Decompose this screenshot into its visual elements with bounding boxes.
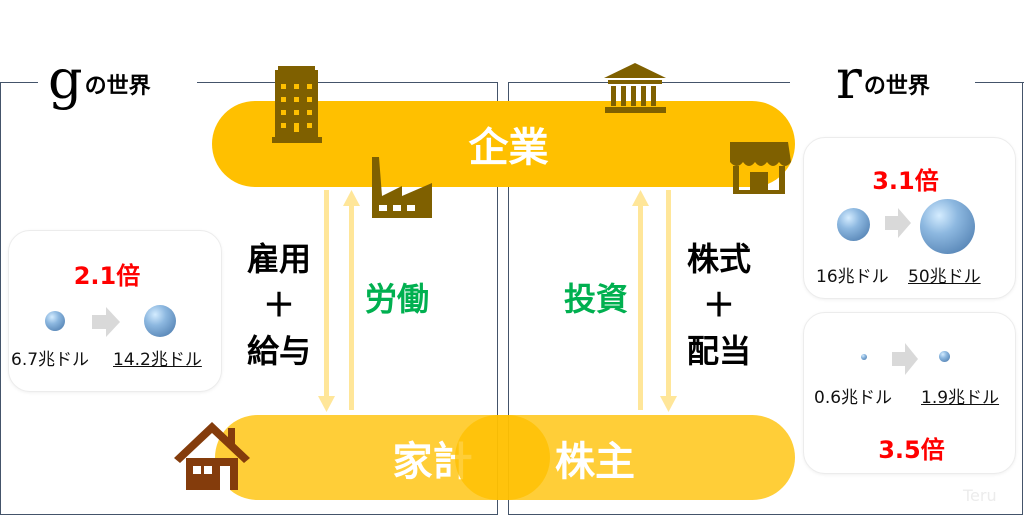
g-frame-top-left xyxy=(0,82,38,83)
r-suffix: の世界 xyxy=(863,74,930,99)
plus-text: ＋ xyxy=(702,286,735,324)
investment-arrow-shaft xyxy=(638,204,643,410)
r2-multiplier: 3.5倍 xyxy=(878,436,945,464)
r1-from-value: 16兆ドル xyxy=(816,267,889,287)
investment-arrow-head xyxy=(632,190,649,206)
g-growth-card: 2.1倍 6.7兆ドル 14.2兆ドル xyxy=(8,230,222,392)
r1-multiplier: 3.1倍 xyxy=(872,167,939,195)
shareholder-pill: 株主 xyxy=(455,415,795,500)
g-letter: g xyxy=(48,48,83,111)
g-frame-top-right xyxy=(197,82,498,83)
r-world-title: r の世界 xyxy=(836,48,930,111)
labor-arrow-shaft xyxy=(349,204,354,410)
dividend-text: 配当 xyxy=(686,332,751,370)
g-world-title: g の世界 xyxy=(48,48,151,111)
bank-icon xyxy=(604,63,666,113)
stock-dividend-label: 株式 ＋ 配当 xyxy=(678,236,760,374)
sphere-large-icon xyxy=(920,199,975,254)
r2-from-value: 0.6兆ドル xyxy=(814,388,893,408)
sphere-tiny-icon xyxy=(861,354,867,360)
sphere-small-icon xyxy=(939,351,950,362)
shareholder-label: 株主 xyxy=(555,438,635,485)
investment-label: 投資 xyxy=(563,280,628,318)
arrow-right-icon xyxy=(885,208,911,238)
sphere-large-icon xyxy=(144,305,176,337)
watermark: Teru xyxy=(963,486,997,505)
labor-label: 労働 xyxy=(364,280,429,318)
employment-text: 雇用 xyxy=(246,240,311,278)
sphere-medium-icon xyxy=(837,208,870,241)
salary-arrow-head xyxy=(318,396,335,412)
stock-text: 株式 xyxy=(686,240,751,278)
g-from-value: 6.7兆ドル xyxy=(11,350,90,370)
house-icon xyxy=(174,422,250,490)
factory-icon xyxy=(372,157,432,218)
g-multiplier: 2.1倍 xyxy=(73,262,141,290)
sphere-small-icon xyxy=(45,311,65,331)
shop-icon xyxy=(730,142,791,194)
salary-text: 給与 xyxy=(246,332,311,370)
arrow-right-icon xyxy=(892,343,918,375)
plus-text: ＋ xyxy=(262,286,295,324)
company-label: 企業 xyxy=(468,125,549,171)
g-world-frame xyxy=(0,82,498,515)
g-to-value: 14.2兆ドル xyxy=(113,350,202,370)
r-letter: r xyxy=(836,48,862,111)
r-growth-card-2: 0.6兆ドル 1.9兆ドル 3.5倍 xyxy=(803,312,1016,474)
dividend-arrow-shaft xyxy=(666,190,671,398)
labor-arrow-head xyxy=(343,190,360,206)
r-frame-top-right xyxy=(975,82,1024,83)
office-building-icon xyxy=(272,66,322,143)
dividend-arrow-head xyxy=(660,396,677,412)
employment-salary-label: 雇用 ＋ 給与 xyxy=(238,236,320,374)
arrow-right-icon xyxy=(92,307,120,337)
r2-to-value: 1.9兆ドル xyxy=(921,388,1000,408)
g-suffix: の世界 xyxy=(84,74,151,99)
r-world-frame xyxy=(508,82,1023,515)
r1-to-value: 50兆ドル xyxy=(908,267,981,287)
r-growth-card-1: 3.1倍 16兆ドル 50兆ドル xyxy=(803,137,1016,299)
salary-arrow-shaft xyxy=(324,190,329,398)
